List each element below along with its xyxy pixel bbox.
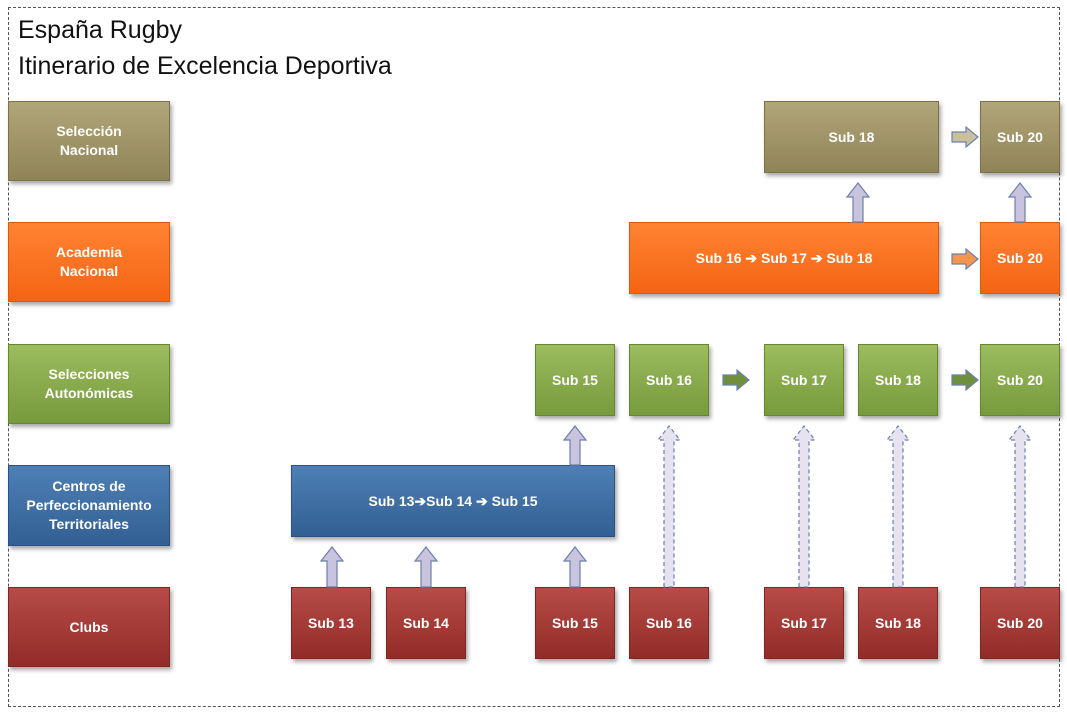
autonomicas-sub15: Sub 15 bbox=[535, 344, 615, 416]
academia-nacional-sub20: Sub 20 bbox=[980, 222, 1060, 294]
level-label-line: Academia bbox=[55, 244, 123, 260]
box-label: Sub 14 bbox=[403, 614, 449, 631]
up-arrow-icon bbox=[319, 546, 345, 588]
box-label: Sub 15 bbox=[491, 492, 538, 509]
right-arrow-icon bbox=[951, 368, 979, 392]
box-label: Sub 20 bbox=[997, 249, 1043, 266]
diagram-subtitle: Itinerario de Excelencia Deportiva bbox=[18, 52, 392, 80]
box-label: Sub 18 bbox=[875, 614, 921, 631]
level-label-line: Centros de bbox=[52, 478, 126, 494]
up-arrow-icon bbox=[845, 182, 871, 223]
academia-nacional-sub16-17-18: Sub 16 ➔ Sub 17 ➔ Sub 18 bbox=[629, 222, 939, 294]
up-arrow-icon bbox=[1007, 182, 1033, 223]
level-label-line: Territoriales bbox=[49, 516, 129, 532]
diagram-title: España Rugby bbox=[18, 16, 183, 44]
clubs-sub14: Sub 14 bbox=[386, 587, 466, 659]
box-label: Sub 18 bbox=[826, 249, 873, 266]
clubs-sub16: Sub 16 bbox=[629, 587, 709, 659]
right-arrow-icon: ➔ bbox=[475, 492, 488, 509]
level-label-line: Nacional bbox=[59, 142, 119, 158]
box-label: Sub 17 bbox=[781, 614, 827, 631]
clubs-sub17: Sub 17 bbox=[764, 587, 844, 659]
box-label: Sub 16 bbox=[695, 249, 742, 266]
box-label: Sub 15 bbox=[552, 614, 598, 631]
box-label: Sub 18 bbox=[828, 128, 875, 145]
clubs-sub15: Sub 15 bbox=[535, 587, 615, 659]
level-label-line: Clubs bbox=[69, 618, 109, 635]
box-label: Sub 18 bbox=[875, 371, 921, 388]
up-arrow-icon bbox=[413, 546, 439, 588]
seleccion-nacional-sub20: Sub 20 bbox=[980, 101, 1060, 173]
box-label: Sub 16 bbox=[646, 614, 692, 631]
box-label: Sub 17 bbox=[761, 249, 807, 266]
up-arrow-icon bbox=[562, 425, 588, 466]
dashed-up-arrow-icon bbox=[1007, 425, 1033, 588]
box-label: Sub 17 bbox=[781, 371, 827, 388]
dashed-up-arrow-icon bbox=[791, 425, 817, 588]
dashed-up-arrow-icon bbox=[885, 425, 911, 588]
box-label: Sub 15 bbox=[552, 371, 598, 388]
centros-sub13-14-15: Sub 13➔Sub 14 ➔ Sub 15 bbox=[291, 465, 615, 537]
level-label-line: Perfeccionamiento bbox=[26, 497, 152, 513]
right-arrow-icon bbox=[951, 247, 979, 271]
level-label-line: Selecciones bbox=[48, 366, 130, 382]
level-label-line: Nacional bbox=[59, 263, 119, 279]
clubs-sub13: Sub 13 bbox=[291, 587, 371, 659]
box-label: Sub 13 bbox=[308, 614, 354, 631]
autonomicas-sub20: Sub 20 bbox=[980, 344, 1060, 416]
box-label: Sub 13 bbox=[368, 492, 415, 509]
autonomicas-sub17: Sub 17 bbox=[764, 344, 844, 416]
box-label: Sub 16 bbox=[646, 371, 692, 388]
right-arrow-icon bbox=[722, 368, 750, 392]
box-label: Sub 20 bbox=[997, 371, 1043, 388]
level-clubs: Clubs bbox=[8, 587, 170, 667]
autonomicas-sub16: Sub 16 bbox=[629, 344, 709, 416]
autonomicas-sub18: Sub 18 bbox=[858, 344, 938, 416]
right-arrow-icon: ➔ bbox=[745, 249, 758, 266]
right-arrow-icon: ➔ bbox=[810, 249, 823, 266]
seleccion-nacional-sub18: Sub 18 bbox=[764, 101, 939, 173]
clubs-sub18: Sub 18 bbox=[858, 587, 938, 659]
dashed-up-arrow-icon bbox=[656, 425, 682, 588]
right-arrow-icon: ➔ bbox=[414, 492, 427, 509]
level-label-line: Autonómicas bbox=[44, 385, 134, 401]
box-label: Sub 20 bbox=[997, 614, 1043, 631]
box-label: Sub 14 bbox=[426, 492, 473, 509]
up-arrow-icon bbox=[562, 546, 588, 588]
box-label: Sub 20 bbox=[997, 128, 1043, 145]
level-label-line: Selección bbox=[56, 123, 122, 139]
clubs-sub20: Sub 20 bbox=[980, 587, 1060, 659]
right-arrow-icon bbox=[951, 125, 979, 149]
